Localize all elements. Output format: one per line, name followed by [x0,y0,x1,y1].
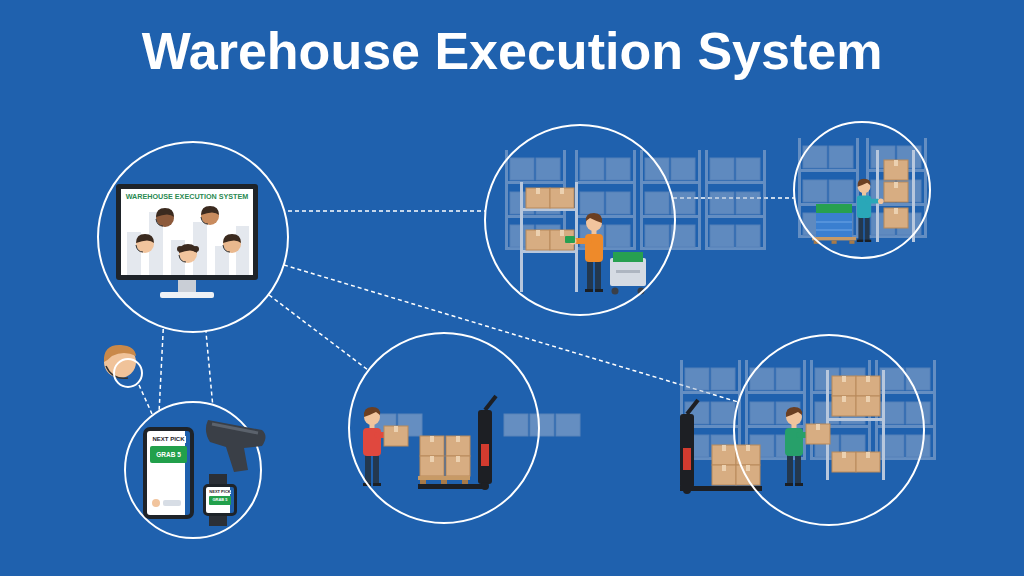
bottom-right-scene-part [856,396,880,416]
worker-head-part [106,366,128,378]
bottom-middle-scene-part [446,436,470,456]
action-button-text: GRAB 5 [209,496,230,504]
monitor-scene-part [177,246,183,252]
bottom-middle-scene-part-part [556,414,580,436]
title: Warehouse Execution System [0,24,1024,79]
screen-heading: NEXT PICK [151,436,185,443]
bottom-right-scene-part [736,465,760,485]
bottom-right-scene-part [856,376,880,396]
watch-face: NEXT PICK GRAB 5 [203,484,237,516]
top-right-scene-part [912,150,915,242]
top-right-scene-part-part [798,138,859,238]
worker-head-part [114,359,142,387]
dashed-links-part [288,210,485,212]
monitor-scene-part [160,292,214,298]
bottom-right-scene-part [734,335,924,525]
monitor-scene-part [127,212,249,275]
bottom-middle-scene-part [420,456,444,476]
top-picking-scene-part [505,150,766,250]
top-picking-scene-part [610,258,646,286]
monitor-scene [98,142,288,332]
top-right-scene-part [794,122,930,258]
top-right-scene-part [816,222,852,230]
bottom-middle-scene-part [446,456,470,476]
top-picking-scene-part [565,236,575,243]
top-right-scene-part [884,182,908,202]
bottom-middle-scene-part [418,476,470,484]
top-right-scene-part [876,150,879,242]
device-scene-part [206,487,230,513]
dashed-links-part [269,295,368,370]
monitor-scene-part [98,142,288,332]
top-picking-scene-part [613,252,643,262]
dashed-links-part [139,385,152,414]
bottom-right-scene-part [882,370,885,480]
bottom-middle-scene-part-part [530,414,554,436]
worker-head [104,345,142,387]
device-scene-part [163,500,181,506]
bottom-middle-scene-part [418,484,484,489]
bottom-middle-scene-part [384,426,408,446]
top-picking-scene-part [550,230,574,250]
bottom-middle-scene [349,333,580,523]
top-picking-scene-part [612,288,619,295]
bottom-right-scene-part [832,396,856,416]
bottom-right-scene-part [856,452,880,472]
top-right-scene-part [884,160,908,180]
monitor-screen: WAREHOUSE EXECUTION SYSTEM [116,184,258,280]
top-picking-scene-part [570,213,604,292]
top-picking-scene-part [550,188,574,208]
device-scene-part [206,420,266,472]
top-right-scene-part [884,208,908,228]
top-right-scene-part-part [866,138,927,238]
bottom-right-scene-part [826,418,885,421]
bottom-right-scene-part [806,424,830,444]
top-picking-scene-part [526,230,550,250]
top-right-scene [794,122,930,258]
top-picking-scene [485,125,766,315]
phone-screen: NEXT PICK GRAB 5 [143,427,194,519]
bottom-right-scene-part [712,465,736,485]
bottom-middle-scene-part [420,436,444,456]
bottom-middle-scene-part-part [504,414,528,436]
bottom-right-scene-part [785,407,819,486]
bottom-right-scene [680,335,936,525]
top-picking-scene-part [485,125,675,315]
device-scene-part [152,499,160,507]
monitor-scene-part [136,234,154,253]
top-right-scene-part [816,204,852,213]
bottom-middle-scene-part [478,396,496,490]
top-picking-scene-part-part [575,150,636,250]
top-picking-scene-part [616,270,640,273]
top-picking-scene-part [575,182,578,292]
top-picking-scene-part [526,188,550,208]
monitor-scene-part-part [193,222,207,275]
screen-heading: NEXT PICK [209,490,230,494]
bottom-right-scene-part [680,486,762,491]
monitor-scene-part [121,189,253,275]
top-right-scene-part [857,179,884,242]
bottom-middle-scene-part [349,333,539,523]
screen-heading: WAREHOUSE EXECUTION SYSTEM [125,193,250,201]
monitor-scene-part [223,234,241,253]
device-scene-part [212,424,258,433]
top-picking-scene-part-part [640,150,701,250]
bottom-right-scene-part [832,376,856,396]
device-scene-part [147,431,185,515]
device-scene [125,402,266,538]
monitor-scene-part [156,208,174,227]
monitor-scene-part [178,280,196,293]
bottom-right-scene-part [832,452,856,472]
top-picking-scene-part [520,182,523,292]
monitor-scene-part [193,246,199,252]
bottom-right-scene-part [680,400,698,494]
top-right-scene-part [816,213,852,237]
top-picking-scene-part-part [705,150,766,250]
bottom-right-scene-part [712,445,736,465]
action-button-text: GRAB 5 [150,446,187,463]
monitor-scene-part [201,206,219,225]
